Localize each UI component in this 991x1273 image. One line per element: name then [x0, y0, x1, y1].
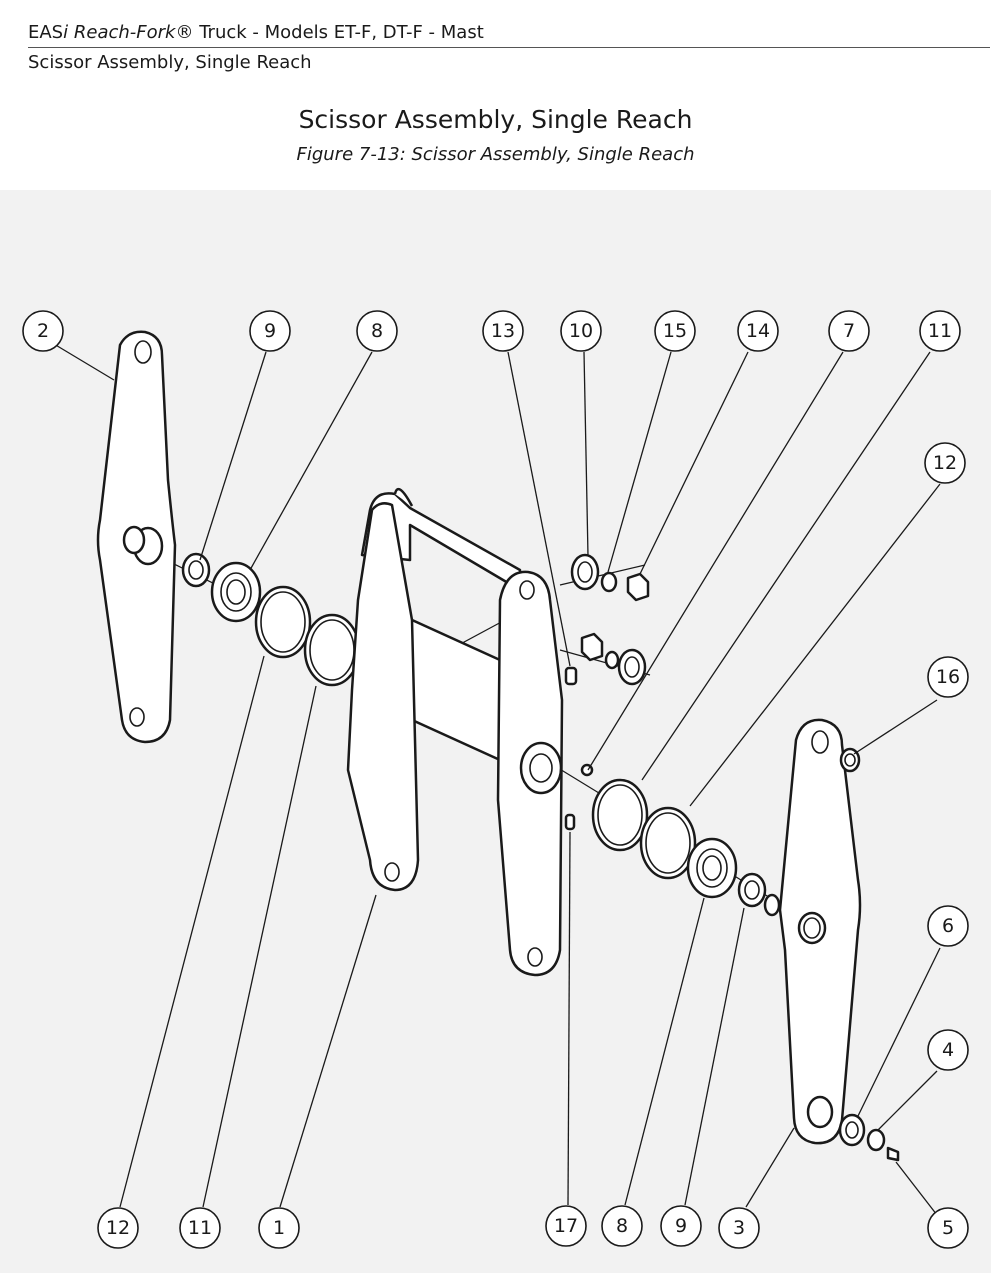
callout-label: 11: [928, 320, 952, 342]
center-frame: [346, 487, 594, 977]
upper-right-hardware: [570, 553, 650, 686]
figure-caption: Figure 7-13: Scissor Assembly, Single Re…: [296, 144, 695, 165]
callout-label: 5: [942, 1217, 954, 1239]
callout-label: 9: [264, 320, 276, 342]
diagram-panel: 2 9 8 13 10 15 14 7 11 12 16 6 4 5 12 11…: [0, 190, 991, 1273]
callout-label: 14: [746, 320, 770, 342]
callout-bottom-11: 11: [179, 1207, 221, 1249]
callout-label: 6: [942, 915, 954, 937]
callout-top-11: 11: [919, 310, 961, 352]
left-bearings: [181, 552, 361, 687]
callout-bottom-17: 17: [545, 1205, 587, 1247]
callout-top-8: 8: [356, 310, 398, 352]
document-section: Scissor Assembly, Single Reach: [28, 52, 312, 73]
callout-right-4: 4: [927, 1029, 969, 1071]
callout-right-6: 6: [927, 905, 969, 947]
title-product: Reach-Fork: [73, 22, 176, 43]
callout-top-7: 7: [828, 310, 870, 352]
callout-right-16: 16: [927, 656, 969, 698]
callout-top-9: 9: [249, 310, 291, 352]
callout-label: 1: [273, 1217, 285, 1239]
callout-top-15: 15: [654, 310, 696, 352]
callout-label: 12: [106, 1217, 130, 1239]
callout-label: 15: [663, 320, 687, 342]
callout-bottom-1: 1: [258, 1207, 300, 1249]
title-rest: Truck - Models ET-F, DT-F - Mast: [193, 22, 484, 43]
callout-top-13: 13: [482, 310, 524, 352]
callout-label: 12: [933, 452, 957, 474]
callout-bottom-12: 12: [97, 1207, 139, 1249]
title-italic-i: i: [63, 22, 69, 43]
exploded-parts-diagram: 2 9 8 13 10 15 14 7 11 12 16 6 4 5 12 11…: [22, 310, 969, 1249]
document-title: EASi Reach-Fork® Truck - Models ET-F, DT…: [28, 20, 990, 48]
callout-label: 8: [371, 320, 383, 342]
callout-label: 9: [675, 1215, 687, 1237]
callout-bottom-3: 3: [718, 1207, 760, 1249]
leader-lines: [53, 343, 941, 1216]
callout-label: 10: [569, 320, 593, 342]
callout-label: 13: [491, 320, 515, 342]
right-bearings: [591, 778, 781, 917]
callout-label: 7: [843, 320, 855, 342]
callout-right-12: 12: [924, 442, 966, 484]
callout-right-5: 5: [927, 1207, 969, 1249]
callout-top-14: 14: [737, 310, 779, 352]
callout-bottom-8: 8: [601, 1205, 643, 1247]
callout-label: 16: [936, 666, 960, 688]
page-title: Scissor Assembly, Single Reach: [298, 105, 693, 134]
callout-bottom-9: 9: [660, 1205, 702, 1247]
callout-label: 2: [37, 320, 49, 342]
callout-top-2: 2: [22, 310, 64, 352]
callout-label: 8: [616, 1215, 628, 1237]
callout-label: 11: [188, 1217, 212, 1239]
callout-top-10: 10: [560, 310, 602, 352]
left-scissor-plate: [96, 330, 177, 744]
callout-bubbles: 2 9 8 13 10 15 14 7 11 12 16 6 4 5 12 11…: [22, 310, 969, 1249]
title-prefix: EAS: [28, 22, 64, 43]
right-scissor-plate: [778, 718, 900, 1162]
callout-label: 17: [554, 1215, 578, 1237]
callout-label: 3: [733, 1217, 745, 1239]
callout-label: 4: [942, 1039, 954, 1061]
document-header: EASi Reach-Fork® Truck - Models ET-F, DT…: [28, 20, 990, 76]
title-registered-mark: ®: [175, 22, 194, 43]
